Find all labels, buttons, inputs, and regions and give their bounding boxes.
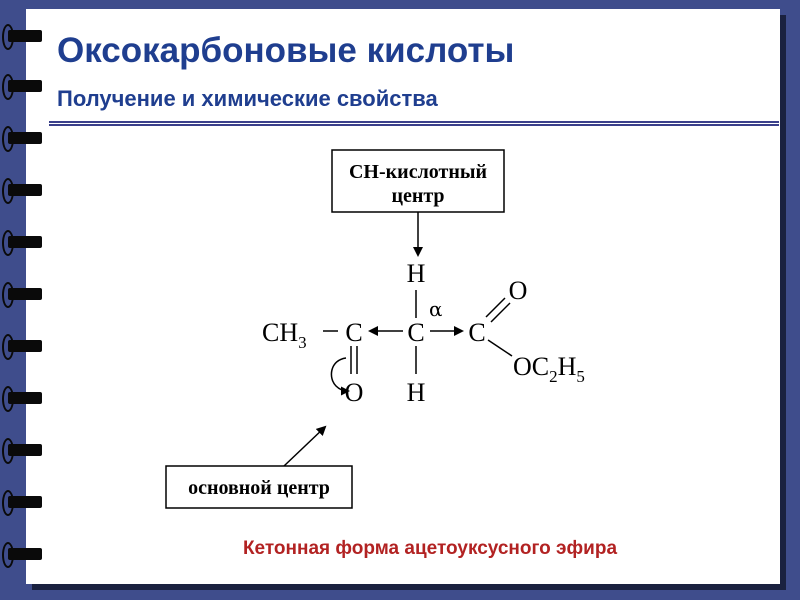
atom-h-bottom: H [407, 378, 426, 407]
bond-ester-double-1 [485, 297, 506, 318]
binder-ring [2, 334, 42, 360]
binder-ring [2, 542, 42, 568]
binder-ring [2, 490, 42, 516]
atom-o-ketone: O [345, 378, 364, 407]
atom-h-top: H [407, 259, 426, 288]
binder-ring [2, 24, 42, 50]
bond-ester-double-2 [490, 302, 511, 323]
binder-ring [2, 74, 42, 100]
methyl-group: CH3 [262, 318, 307, 352]
basic-center-box [165, 465, 353, 509]
atom-c-ester: C [468, 318, 485, 347]
ethoxy-group: OC2H5 [513, 352, 585, 386]
basic-center-label: основной центр [188, 477, 330, 499]
title-divider [49, 121, 779, 126]
basic-center-pointer-arrow [283, 425, 327, 467]
ch-acid-center-label-2: центр [391, 185, 444, 207]
atom-c-alpha: C [407, 318, 424, 347]
binder-ring [2, 282, 42, 308]
atom-o-ester-carbonyl: O [509, 276, 528, 305]
binder-ring [2, 230, 42, 256]
ch-acid-center-label: CH-кислотный [349, 161, 487, 183]
binder-ring [2, 126, 42, 152]
slide-page [26, 9, 780, 584]
page-subtitle: Получение и химические свойства [57, 86, 438, 111]
page-title: Оксокарбоновые кислоты [57, 31, 515, 70]
binder-ring [2, 178, 42, 204]
electron-shift-arrow [330, 357, 350, 396]
binder-ring [2, 438, 42, 464]
binder-ring [2, 386, 42, 412]
diagram-caption: Кетонная форма ацетоуксусного эфира [242, 538, 618, 559]
bond-c-oet [487, 339, 513, 357]
alpha-symbol: α [429, 297, 443, 321]
atom-c-carbonyl: C [345, 318, 362, 347]
